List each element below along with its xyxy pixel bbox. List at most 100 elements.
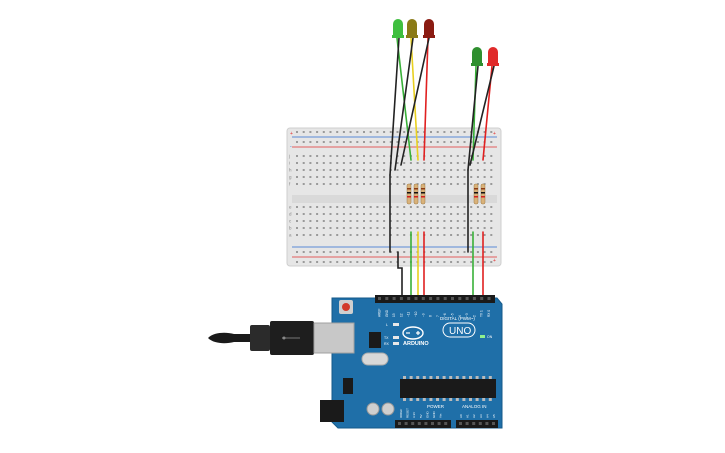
breadboard-hole[interactable] xyxy=(369,141,372,143)
breadboard-hole[interactable] xyxy=(356,131,359,133)
breadboard-hole[interactable] xyxy=(336,220,339,222)
breadboard-hole[interactable] xyxy=(383,234,386,236)
breadboard-hole[interactable] xyxy=(369,220,372,222)
breadboard-hole[interactable] xyxy=(450,176,453,178)
breadboard-hole[interactable] xyxy=(296,227,298,229)
breadboard-hole[interactable] xyxy=(396,234,399,236)
breadboard-hole[interactable] xyxy=(423,206,426,208)
resistor[interactable] xyxy=(413,183,419,205)
header-pin[interactable] xyxy=(398,422,401,425)
header-pin[interactable] xyxy=(472,422,476,425)
breadboard-hole[interactable] xyxy=(470,169,473,171)
breadboard-hole[interactable] xyxy=(490,169,493,171)
breadboard-hole[interactable] xyxy=(342,141,345,143)
breadboard-hole[interactable] xyxy=(309,213,312,215)
breadboard-hole[interactable] xyxy=(476,169,479,171)
breadboard-hole[interactable] xyxy=(403,183,406,185)
wire-led1-cathode[interactable] xyxy=(389,37,400,176)
breadboard-hole[interactable] xyxy=(456,131,459,133)
breadboard-hole[interactable] xyxy=(436,227,439,229)
breadboard-hole[interactable] xyxy=(403,176,406,178)
breadboard-hole[interactable] xyxy=(490,131,493,133)
breadboard-hole[interactable] xyxy=(329,251,332,253)
wire-led3-cathode[interactable] xyxy=(400,37,430,166)
breadboard-hole[interactable] xyxy=(389,131,392,133)
breadboard-hole[interactable] xyxy=(430,227,432,229)
breadboard-hole[interactable] xyxy=(450,234,453,236)
breadboard-hole[interactable] xyxy=(336,251,339,253)
breadboard-hole[interactable] xyxy=(296,234,298,236)
header-pin[interactable] xyxy=(478,422,482,425)
breadboard-hole[interactable] xyxy=(443,261,446,263)
breadboard-hole[interactable] xyxy=(463,162,466,164)
breadboard-hole[interactable] xyxy=(356,162,359,164)
breadboard-hole[interactable] xyxy=(483,251,486,253)
breadboard-hole[interactable] xyxy=(363,227,365,229)
breadboard-hole[interactable] xyxy=(403,155,406,157)
breadboard-hole[interactable] xyxy=(389,261,392,263)
wire-led3-anode[interactable] xyxy=(423,37,429,161)
breadboard-hole[interactable] xyxy=(490,155,493,157)
breadboard-hole[interactable] xyxy=(430,234,432,236)
breadboard-hole[interactable] xyxy=(396,169,399,171)
breadboard-hole[interactable] xyxy=(450,141,453,143)
breadboard-hole[interactable] xyxy=(356,213,359,215)
breadboard-hole[interactable] xyxy=(456,169,459,171)
breadboard-hole[interactable] xyxy=(316,261,319,263)
breadboard-hole[interactable] xyxy=(463,206,466,208)
breadboard-hole[interactable] xyxy=(349,261,352,263)
header-pin[interactable] xyxy=(451,297,454,300)
header-pin[interactable] xyxy=(437,422,441,425)
breadboard-hole[interactable] xyxy=(470,155,473,157)
breadboard-hole[interactable] xyxy=(316,131,319,133)
header-pin[interactable] xyxy=(385,297,389,300)
breadboard-hole[interactable] xyxy=(396,227,399,229)
breadboard-hole[interactable] xyxy=(409,183,412,185)
breadboard-hole[interactable] xyxy=(349,183,352,185)
breadboard-hole[interactable] xyxy=(309,227,312,229)
breadboard-hole[interactable] xyxy=(416,176,419,178)
breadboard-hole[interactable] xyxy=(463,227,466,229)
header-pin[interactable] xyxy=(431,422,434,425)
reset-button[interactable] xyxy=(342,303,350,311)
breadboard-hole[interactable] xyxy=(349,162,352,164)
breadboard-hole[interactable] xyxy=(356,155,359,157)
breadboard-hole[interactable] xyxy=(322,169,325,171)
header-pin[interactable] xyxy=(436,297,440,300)
breadboard-hole[interactable] xyxy=(476,213,479,215)
resistor-group-left[interactable] xyxy=(406,183,426,205)
breadboard-hole[interactable] xyxy=(302,220,305,222)
breadboard-hole[interactable] xyxy=(470,261,473,263)
breadboard-hole[interactable] xyxy=(416,227,419,229)
breadboard-hole[interactable] xyxy=(383,206,386,208)
led-red-1[interactable] xyxy=(423,19,435,38)
breadboard-hole[interactable] xyxy=(336,183,339,185)
breadboard-hole[interactable] xyxy=(450,183,453,185)
breadboard-hole[interactable] xyxy=(363,155,365,157)
breadboard-hole[interactable] xyxy=(369,176,372,178)
breadboard-hole[interactable] xyxy=(436,261,439,263)
breadboard-hole[interactable] xyxy=(490,234,493,236)
breadboard-hole[interactable] xyxy=(443,176,446,178)
header-pin[interactable] xyxy=(421,297,425,300)
breadboard-hole[interactable] xyxy=(430,206,432,208)
breadboard-hole[interactable] xyxy=(349,251,352,253)
breadboard-hole[interactable] xyxy=(409,213,412,215)
breadboard-hole[interactable] xyxy=(456,261,459,263)
breadboard-hole[interactable] xyxy=(296,220,298,222)
breadboard-hole[interactable] xyxy=(490,220,493,222)
breadboard-hole[interactable] xyxy=(296,261,298,263)
breadboard-hole[interactable] xyxy=(316,162,319,164)
breadboard-hole[interactable] xyxy=(356,251,359,253)
dc-power-jack[interactable] xyxy=(320,400,344,422)
breadboard-hole[interactable] xyxy=(329,141,332,143)
breadboard-hole[interactable] xyxy=(322,206,325,208)
breadboard-hole[interactable] xyxy=(376,234,379,236)
breadboard-hole[interactable] xyxy=(316,141,319,143)
header-pin[interactable] xyxy=(472,297,476,300)
breadboard-hole[interactable] xyxy=(342,176,345,178)
breadboard-hole[interactable] xyxy=(296,131,298,133)
breadboard-hole[interactable] xyxy=(322,234,325,236)
breadboard-hole[interactable] xyxy=(322,155,325,157)
